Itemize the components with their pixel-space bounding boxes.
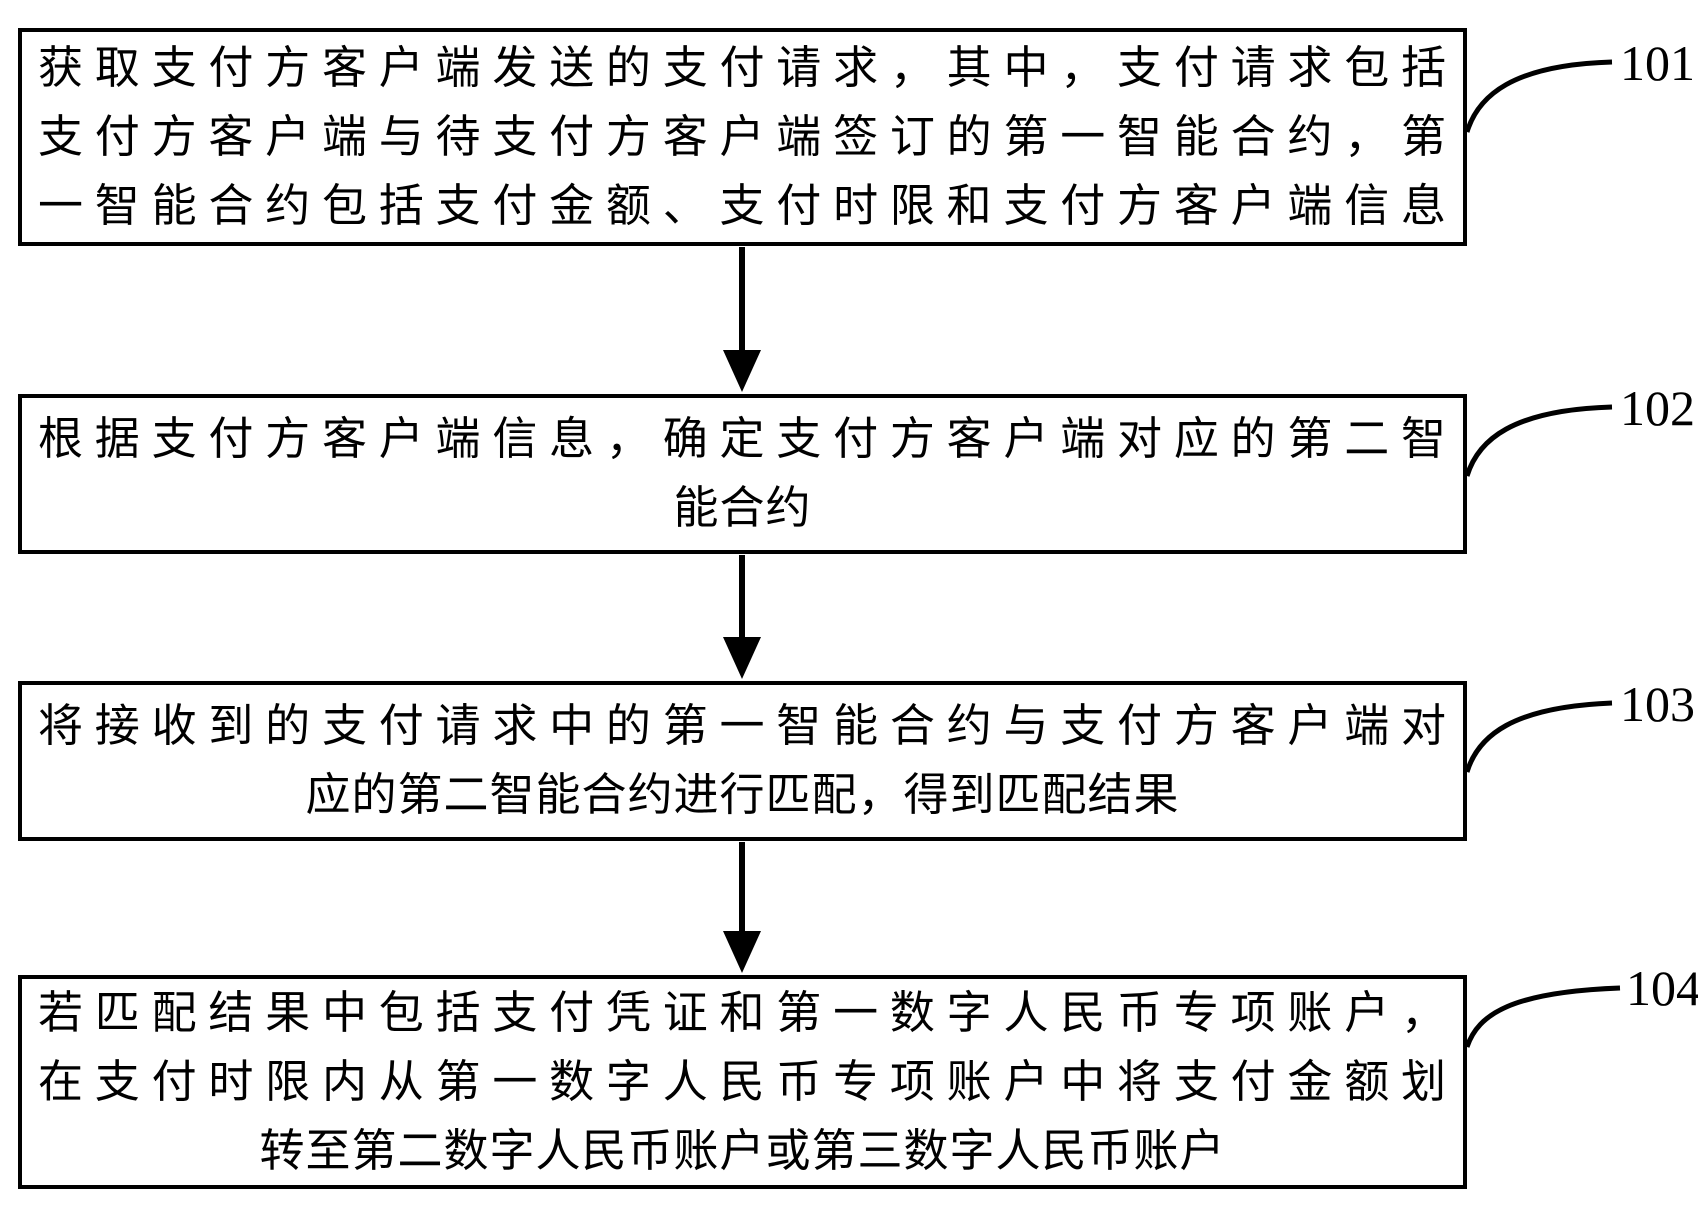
step-4-text-line-1: 若匹配结果中包括支付凭证和第一数字人民币专项账户， [38, 987, 1447, 1038]
flow-step-2-box: 根据支付方客户端信息，确定支付方客户端对应的第二智 能合约 [18, 394, 1467, 554]
step-1-text-line-2: 支付方客户端与待支付方客户端签订的第一智能合约，第 [38, 111, 1447, 162]
leader-line-103 [1464, 700, 1613, 773]
ref-label-101: 101 [1620, 35, 1695, 91]
step-1-text-line-1: 获取支付方客户端发送的支付请求，其中，支付请求包括 [38, 42, 1447, 93]
step-3-text-line-2: 应的第二智能合约进行匹配，得到匹配结果 [305, 770, 1180, 820]
leader-line-101 [1464, 59, 1613, 133]
ref-label-103: 103 [1620, 676, 1695, 732]
step-2-text-line-1: 根据支付方客户端信息，确定支付方客户端对应的第二智 [38, 414, 1447, 464]
ref-label-102: 102 [1620, 380, 1695, 436]
ref-label-104: 104 [1626, 960, 1698, 1016]
step-3-text-line-1: 将接收到的支付请求中的第一智能合约与支付方客户端对 [38, 701, 1447, 751]
step-2-text-line-2: 能合约 [673, 483, 812, 533]
leader-line-104 [1464, 985, 1621, 1048]
step-4-text-line-2: 在支付时限内从第一数字人民币专项账户中将支付金额划 [38, 1056, 1447, 1107]
leader-line-102 [1464, 404, 1613, 477]
down-arrow-3 [723, 842, 761, 973]
step-1-text-line-3: 一智能合约包括支付金额、支付时限和支付方客户端信息 [38, 180, 1447, 231]
flow-step-3-box: 将接收到的支付请求中的第一智能合约与支付方客户端对 应的第二智能合约进行匹配，得… [18, 681, 1467, 841]
step-4-text-line-3: 转至第二数字人民币账户或第三数字人民币账户 [259, 1125, 1226, 1176]
down-arrow-1 [723, 247, 761, 392]
down-arrow-2 [723, 555, 761, 679]
flow-step-4-box: 若匹配结果中包括支付凭证和第一数字人民币专项账户， 在支付时限内从第一数字人民币… [18, 975, 1467, 1189]
flow-step-1-box: 获取支付方客户端发送的支付请求，其中，支付请求包括 支付方客户端与待支付方客户端… [18, 28, 1467, 246]
